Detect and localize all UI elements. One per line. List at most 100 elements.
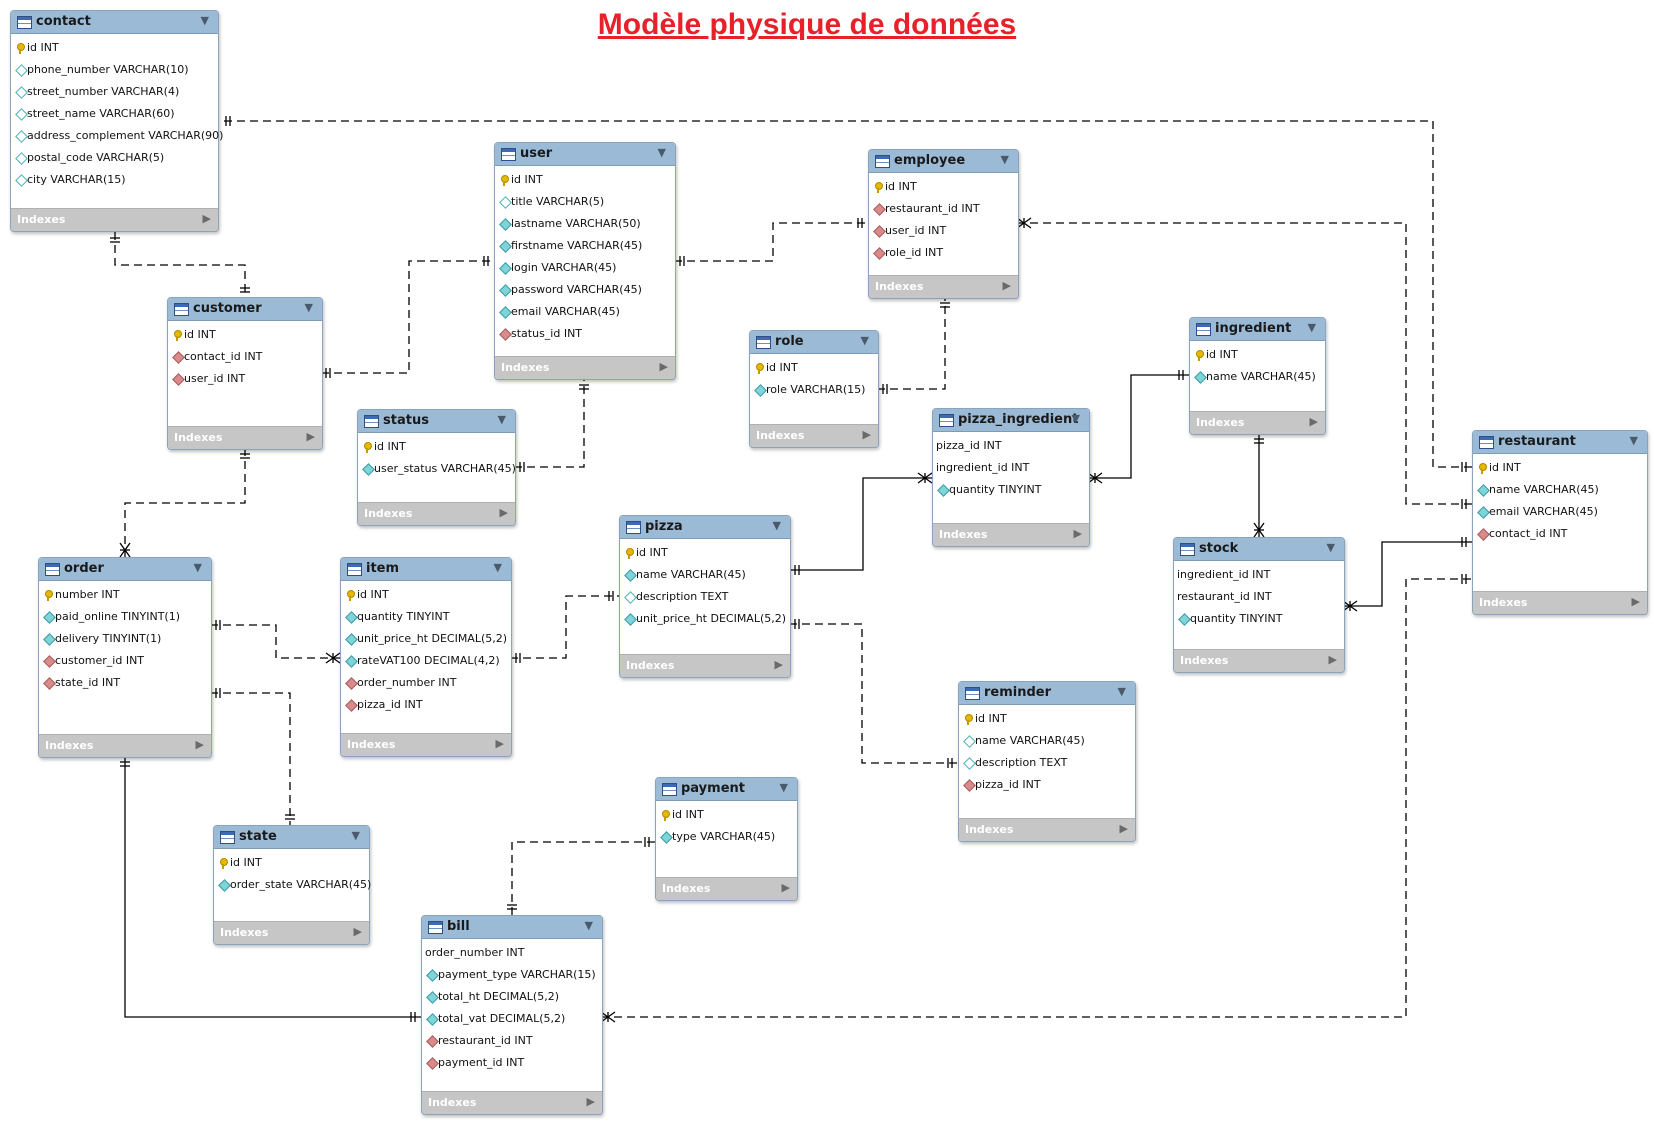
column-row[interactable]: restaurant_id INT [869, 198, 1018, 220]
relationship-customer-order[interactable] [124, 448, 246, 557]
indexes-footer[interactable]: Indexes▶ [358, 502, 515, 525]
relationship-stock-restaurant[interactable] [1343, 541, 1472, 607]
column-row[interactable]: payment_type VARCHAR(15) [422, 964, 602, 986]
column-row[interactable]: name VARCHAR(45) [1190, 366, 1325, 388]
column-row[interactable]: phone_number VARCHAR(10) [11, 59, 218, 81]
column-row[interactable]: description TEXT [620, 586, 790, 608]
column-row[interactable]: id INT [358, 436, 515, 458]
collapse-caret-icon[interactable]: ▼ [497, 413, 506, 426]
column-row[interactable]: quantity TINYINT [933, 479, 1089, 501]
indexes-footer[interactable]: Indexes▶ [750, 424, 878, 447]
column-row[interactable]: status_id INT [495, 323, 675, 345]
column-row[interactable]: postal_code VARCHAR(5) [11, 147, 218, 169]
relationship-item-pizza[interactable] [510, 595, 619, 659]
collapse-caret-icon[interactable]: ▼ [860, 334, 869, 347]
relationship-payment-bill[interactable] [511, 841, 655, 915]
relationship-pizza-reminder[interactable] [789, 623, 958, 764]
relationship-role-employee[interactable] [877, 299, 946, 390]
column-row[interactable]: id INT [1190, 344, 1325, 366]
indexes-footer[interactable]: Indexes▶ [341, 733, 511, 756]
column-row[interactable]: firstname VARCHAR(45) [495, 235, 675, 257]
column-row[interactable]: total_ht DECIMAL(5,2) [422, 986, 602, 1008]
indexes-footer[interactable]: Indexes▶ [422, 1091, 602, 1114]
collapse-caret-icon[interactable]: ▼ [779, 781, 788, 794]
column-row[interactable]: street_name VARCHAR(60) [11, 103, 218, 125]
indexes-footer[interactable]: Indexes▶ [168, 426, 322, 449]
collapse-caret-icon[interactable]: ▼ [304, 301, 313, 314]
collapse-caret-icon[interactable]: ▼ [1117, 685, 1126, 698]
collapse-caret-icon[interactable]: ▼ [351, 829, 360, 842]
relationship-contact-customer[interactable] [114, 232, 246, 297]
column-row[interactable]: contact_id INT [1473, 523, 1647, 545]
column-row[interactable]: name VARCHAR(45) [620, 564, 790, 586]
column-row[interactable]: pizza_id INT [933, 435, 1089, 457]
indexes-footer[interactable]: Indexes▶ [214, 921, 369, 944]
collapse-caret-icon[interactable]: ▼ [1307, 321, 1316, 334]
column-row[interactable]: delivery TINYINT(1) [39, 628, 211, 650]
collapse-caret-icon[interactable]: ▼ [1000, 153, 1009, 166]
column-row[interactable]: id INT [495, 169, 675, 191]
column-row[interactable]: id INT [959, 708, 1135, 730]
column-row[interactable]: id INT [341, 584, 511, 606]
column-row[interactable]: title VARCHAR(5) [495, 191, 675, 213]
column-row[interactable]: lastname VARCHAR(50) [495, 213, 675, 235]
column-row[interactable]: order_state VARCHAR(45) [214, 874, 371, 896]
column-row[interactable]: email VARCHAR(45) [1473, 501, 1647, 523]
column-row[interactable]: customer_id INT [39, 650, 211, 672]
indexes-footer[interactable]: Indexes▶ [11, 208, 218, 231]
column-row[interactable]: ingredient_id INT [933, 457, 1089, 479]
collapse-caret-icon[interactable]: ▼ [193, 561, 202, 574]
indexes-footer[interactable]: Indexes▶ [869, 275, 1018, 298]
column-row[interactable]: id INT [1473, 457, 1647, 479]
column-row[interactable]: pizza_id INT [341, 694, 511, 716]
column-row[interactable]: rateVAT100 DECIMAL(4,2) [341, 650, 511, 672]
column-row[interactable]: id INT [168, 324, 322, 346]
column-row[interactable]: role_id INT [869, 242, 1018, 264]
column-row[interactable]: id INT [620, 542, 790, 564]
relationship-order-item[interactable] [210, 624, 340, 659]
column-row[interactable]: pizza_id INT [959, 774, 1135, 796]
collapse-caret-icon[interactable]: ▼ [772, 519, 781, 532]
column-row[interactable]: city VARCHAR(15) [11, 169, 218, 191]
indexes-footer[interactable]: Indexes▶ [495, 356, 675, 379]
column-row[interactable]: payment_id INT [422, 1052, 602, 1074]
indexes-footer[interactable]: Indexes▶ [39, 734, 211, 757]
collapse-caret-icon[interactable]: ▼ [200, 14, 209, 27]
column-row[interactable]: type VARCHAR(45) [656, 826, 797, 848]
relationship-contact-restaurant[interactable] [224, 120, 1472, 468]
column-row[interactable]: id INT [750, 357, 878, 379]
column-row[interactable]: id INT [869, 176, 1018, 198]
collapse-caret-icon[interactable]: ▼ [1071, 412, 1080, 425]
indexes-footer[interactable]: Indexes▶ [959, 818, 1135, 841]
collapse-caret-icon[interactable]: ▼ [493, 561, 502, 574]
column-row[interactable]: quantity TINYINT [1174, 608, 1344, 630]
column-row[interactable]: state_id INT [39, 672, 211, 694]
column-row[interactable]: description TEXT [959, 752, 1135, 774]
relationship-order-bill[interactable] [124, 756, 421, 1018]
column-row[interactable]: address_complement VARCHAR(90) [11, 125, 223, 147]
collapse-caret-icon[interactable]: ▼ [1326, 541, 1335, 554]
relationship-status-user[interactable] [514, 380, 585, 468]
column-row[interactable]: id INT [11, 37, 218, 59]
column-row[interactable]: login VARCHAR(45) [495, 257, 675, 279]
column-row[interactable]: password VARCHAR(45) [495, 279, 675, 301]
relationship-customer-user[interactable] [321, 260, 494, 374]
indexes-footer[interactable]: Indexes▶ [933, 523, 1089, 546]
column-row[interactable]: number INT [39, 584, 211, 606]
column-row[interactable]: total_vat DECIMAL(5,2) [422, 1008, 602, 1030]
column-row[interactable]: street_number VARCHAR(4) [11, 81, 218, 103]
collapse-caret-icon[interactable]: ▼ [584, 919, 593, 932]
column-row[interactable]: user_id INT [869, 220, 1018, 242]
